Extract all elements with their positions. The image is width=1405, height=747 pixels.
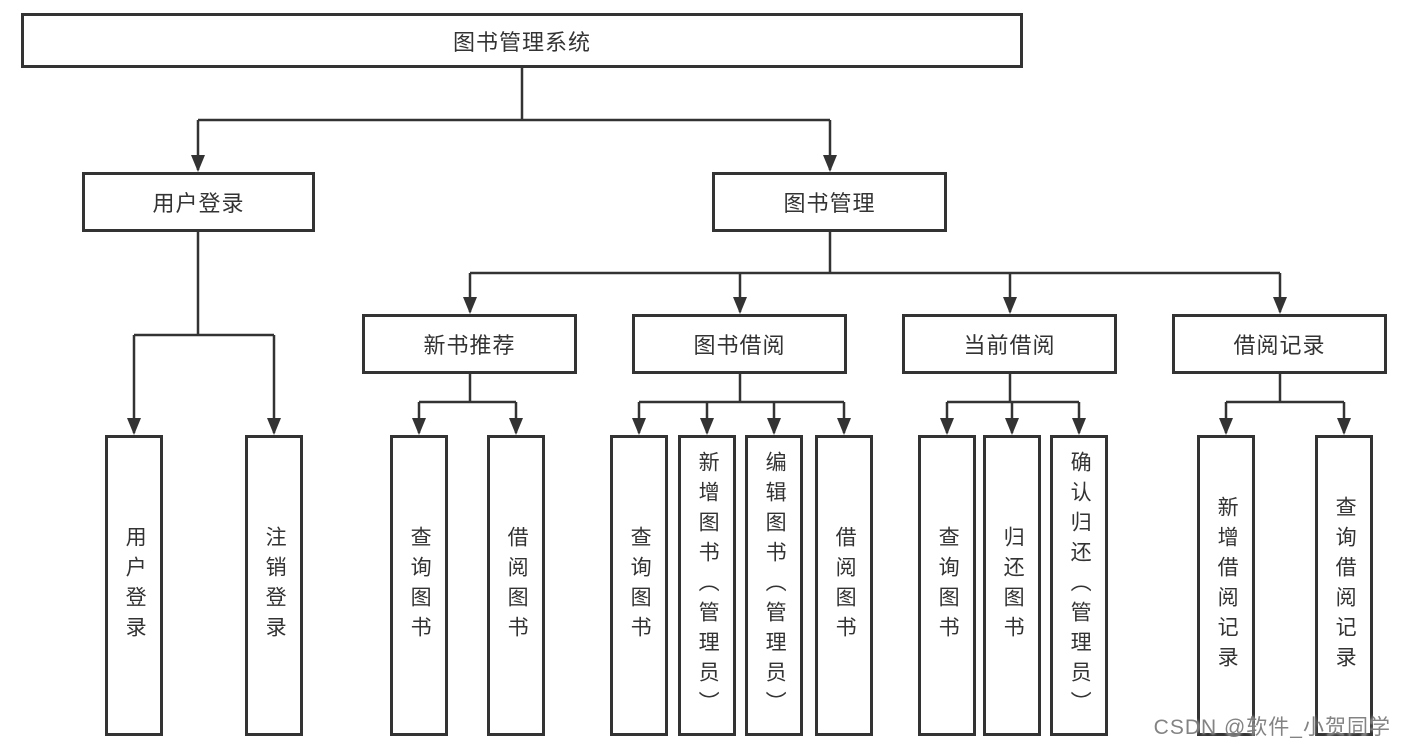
- leaf-query-borrow-record: 查询借阅记录: [1315, 435, 1373, 736]
- leaf-query-books-borrowing: 查询图书: [610, 435, 668, 736]
- leaf-label: 查询图书: [628, 525, 652, 646]
- leaf-label: 用户登录: [123, 525, 147, 646]
- node-label: 图书管理系统: [452, 29, 591, 55]
- leaf-label: 归还图书: [1001, 525, 1025, 646]
- node-book-borrowing: 图书借阅: [632, 314, 847, 374]
- leaf-add-borrow-record: 新增借阅记录: [1197, 435, 1255, 736]
- leaf-label: 借阅图书: [833, 525, 857, 646]
- leaf-edit-books-admin: 编辑图书（管理员）: [745, 435, 803, 736]
- leaf-label: 查询图书: [408, 525, 432, 646]
- leaf-label: 查询图书: [936, 525, 960, 646]
- node-label: 当前借阅: [963, 333, 1056, 358]
- csdn-watermark: CSDN @软件_小贺同学: [1153, 716, 1391, 739]
- leaf-label: 查询借阅记录: [1333, 495, 1357, 676]
- leaf-confirm-return-admin: 确认归还（管理员）: [1050, 435, 1108, 736]
- leaf-label: 编辑图书（管理员）: [763, 450, 787, 721]
- leaf-label: 新增借阅记录: [1215, 495, 1239, 676]
- node-library-management-system: 图书管理系统: [21, 13, 1023, 68]
- leaf-add-books-admin: 新增图书（管理员）: [678, 435, 736, 736]
- node-user-login: 用户登录: [82, 172, 315, 232]
- node-book-management: 图书管理: [712, 172, 947, 232]
- node-borrowing-records: 借阅记录: [1172, 314, 1387, 374]
- leaf-query-books-recommend: 查询图书: [390, 435, 448, 736]
- leaf-borrow-books: 借阅图书: [815, 435, 873, 736]
- node-label: 图书借阅: [693, 333, 786, 358]
- leaf-label: 注销登录: [263, 525, 287, 646]
- leaf-query-books-current: 查询图书: [918, 435, 976, 736]
- node-current-borrowing: 当前借阅: [902, 314, 1117, 374]
- leaf-label: 确认归还（管理员）: [1068, 450, 1092, 721]
- node-label: 新书推荐: [423, 333, 516, 358]
- leaf-logout: 注销登录: [245, 435, 303, 736]
- node-label: 图书管理: [783, 191, 876, 216]
- node-label: 借阅记录: [1233, 333, 1326, 358]
- leaf-label: 借阅图书: [505, 525, 529, 646]
- node-label: 用户登录: [152, 191, 245, 216]
- leaf-return-books: 归还图书: [983, 435, 1041, 736]
- node-new-book-recommendation: 新书推荐: [362, 314, 577, 374]
- leaf-label: 新增图书（管理员）: [696, 450, 720, 721]
- leaf-user-login: 用户登录: [105, 435, 163, 736]
- leaf-borrow-books-recommend: 借阅图书: [487, 435, 545, 736]
- arrowheads: [127, 155, 1351, 435]
